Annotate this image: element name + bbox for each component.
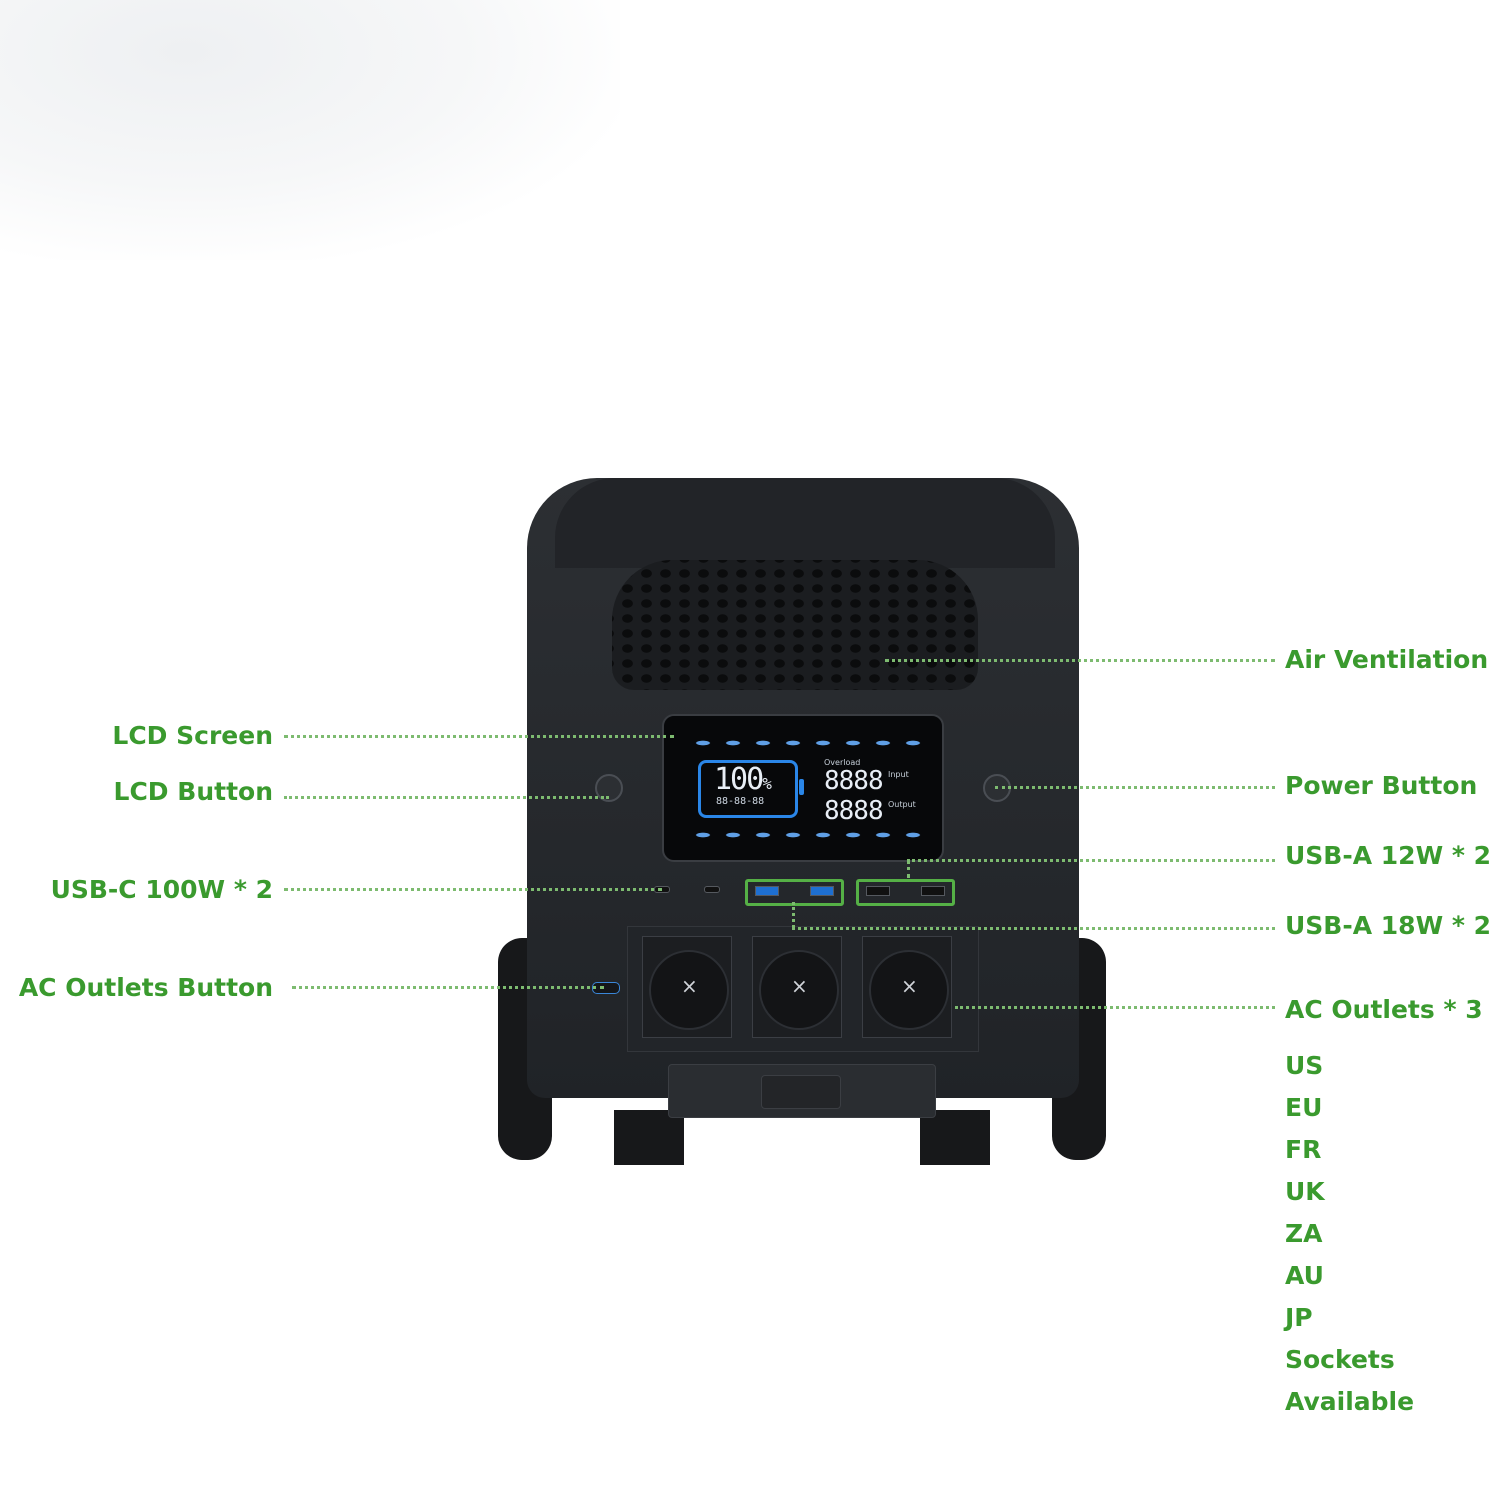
leader-ac-outlets <box>955 1006 1275 1009</box>
ac-outlet-1 <box>642 936 732 1038</box>
ac-outlet-3 <box>862 936 952 1038</box>
label-air-ventilation: Air Ventilation <box>1285 645 1489 674</box>
socket-type-item: UK <box>1285 1177 1325 1206</box>
label-lcd-screen: LCD Screen <box>112 721 273 750</box>
ac-outlet-2 <box>752 936 842 1038</box>
pull-handle <box>668 1064 936 1118</box>
leader-usb-a-12w-stem <box>907 860 910 878</box>
leader-usb-c <box>284 888 662 891</box>
label-power-button: Power Button <box>1285 771 1478 800</box>
leader-usb-a-18w <box>792 927 1275 930</box>
label-ac-outlets: AC Outlets * 3 <box>1285 995 1483 1024</box>
label-lcd-button: LCD Button <box>113 777 273 806</box>
battery-percent: 100% <box>714 762 772 797</box>
schuko-socket-icon <box>869 950 949 1030</box>
battery-icon <box>698 760 804 818</box>
label-usb-a-12w: USB-A 12W * 2 <box>1285 841 1492 870</box>
usb-a-12w-highlight <box>856 879 955 906</box>
leader-lcd-screen <box>284 735 674 738</box>
output-watts: 8888 <box>824 796 884 826</box>
socket-type-item: Available <box>1285 1387 1415 1416</box>
right-foot <box>920 1110 990 1165</box>
socket-type-item: EU <box>1285 1093 1323 1122</box>
socket-types-list: US EU FR UK ZA AU JP Sockets Available <box>1285 1052 1414 1430</box>
handle-grip <box>761 1075 841 1109</box>
socket-type-item: US <box>1285 1051 1324 1080</box>
schuko-socket-icon <box>649 950 729 1030</box>
output-label: Output <box>888 800 916 809</box>
usb-a-12w-port-2 <box>921 886 945 896</box>
leader-air-ventilation <box>885 659 1275 662</box>
lcd-screen: 100% 88-88-88 Overload 8888 Input 8888 O… <box>662 714 944 862</box>
lcd-status-icons-bottom <box>688 830 924 840</box>
leader-usb-a-12w <box>907 859 1275 862</box>
air-vent-grille <box>612 560 978 690</box>
socket-type-item: Sockets <box>1285 1345 1395 1374</box>
background-haze <box>0 0 620 260</box>
leader-lcd-button <box>284 796 609 799</box>
usb-a-18w-port-1 <box>755 886 779 896</box>
socket-type-item: JP <box>1285 1303 1313 1332</box>
left-foot <box>614 1110 684 1165</box>
label-ac-outlets-button: AC Outlets Button <box>18 973 273 1002</box>
input-watts: 8888 <box>824 766 884 796</box>
socket-type-item: AU <box>1285 1261 1324 1290</box>
lcd-time-readout: 88-88-88 <box>716 796 765 807</box>
lcd-status-icons-top <box>688 738 924 748</box>
leader-power-button <box>995 786 1275 789</box>
input-label: Input <box>888 770 909 779</box>
overload-label: Overload <box>824 758 861 767</box>
schuko-socket-icon <box>759 950 839 1030</box>
label-usb-c-100w: USB-C 100W * 2 <box>50 875 273 904</box>
top-cap <box>555 478 1055 568</box>
usb-c-port-2 <box>704 886 720 893</box>
leader-ac-outlets-button <box>292 986 604 989</box>
socket-type-item: FR <box>1285 1135 1322 1164</box>
usb-a-18w-port-2 <box>810 886 834 896</box>
leader-usb-a-18w-stem <box>792 902 795 928</box>
usb-a-12w-port-1 <box>866 886 890 896</box>
socket-type-item: ZA <box>1285 1219 1323 1248</box>
label-usb-a-18w: USB-A 18W * 2 <box>1285 911 1492 940</box>
